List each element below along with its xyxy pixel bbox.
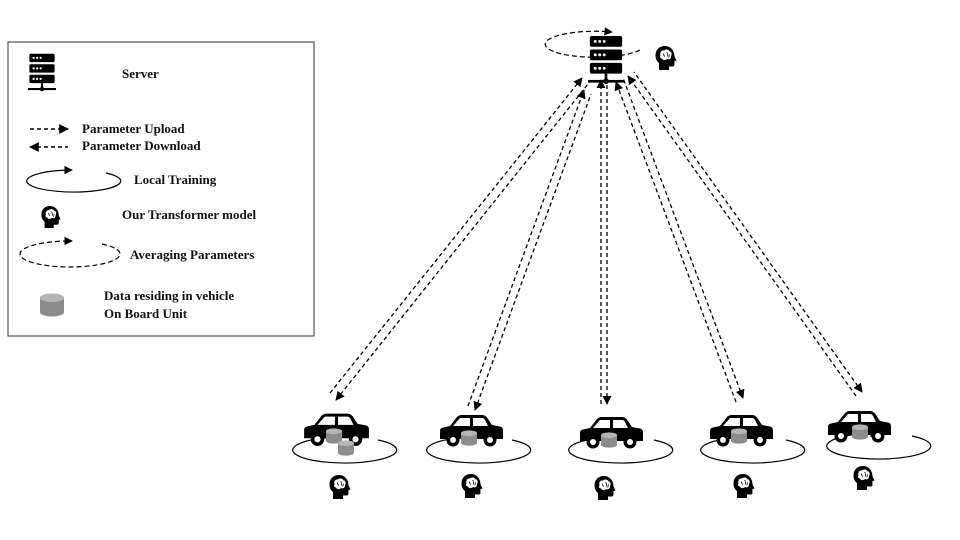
database-icon	[601, 432, 617, 448]
legend-label-parameter-download: Parameter Download	[82, 138, 201, 153]
database-icon	[852, 424, 868, 440]
vehicle-1	[292, 413, 398, 500]
vehicle-5	[826, 411, 932, 491]
database-icon	[338, 440, 354, 456]
local-training-loop	[426, 432, 532, 464]
database-icon	[731, 428, 747, 444]
upload-arrow-vehicle-1	[329, 77, 583, 394]
legend-label-parameter-upload: Parameter Upload	[82, 121, 185, 136]
legend-box	[7, 41, 315, 337]
local-training-loop	[568, 432, 674, 464]
brain-head-icon	[853, 465, 875, 491]
download-arrow-vehicle-2	[473, 93, 592, 411]
legend-label-data-line2: On Board Unit	[104, 306, 188, 321]
legend: Server Parameter Upload Parameter Downlo…	[7, 41, 315, 337]
database-icon	[326, 428, 342, 444]
download-arrow-vehicle-4	[622, 77, 745, 399]
legend-label-local-training: Local Training	[134, 172, 217, 187]
server-icon	[588, 36, 624, 85]
upload-arrow-vehicle-2	[467, 89, 586, 407]
database-icon	[461, 430, 477, 446]
brain-head-icon	[733, 473, 755, 499]
brain-head-icon	[594, 475, 616, 501]
vehicle-3	[568, 417, 674, 501]
vehicle-2	[426, 415, 532, 499]
upload-arrow-vehicle-5	[627, 75, 857, 397]
brain-head-icon	[461, 473, 483, 499]
database-icon	[40, 293, 64, 317]
local-training-loop-icon	[26, 165, 122, 193]
legend-label-server: Server	[122, 66, 159, 81]
legend-label-averaging-parameters: Averaging Parameters	[130, 247, 254, 262]
download-arrow-vehicle-1	[335, 83, 589, 401]
download-arrow-vehicle-5	[633, 71, 863, 393]
communication-links	[329, 71, 863, 411]
server-model-brain-icon	[655, 45, 677, 71]
upload-arrow-vehicle-4	[614, 81, 737, 403]
legend-label-data-line1: Data residing in vehicle	[104, 288, 234, 303]
brain-head-icon	[329, 474, 351, 500]
central-server	[544, 27, 677, 85]
legend-label-transformer-model: Our Transformer model	[122, 207, 256, 222]
averaging-parameters-loop-icon	[19, 236, 121, 268]
local-training-loop	[292, 432, 398, 464]
local-training-loop	[700, 432, 806, 464]
vehicle-4	[700, 415, 806, 499]
